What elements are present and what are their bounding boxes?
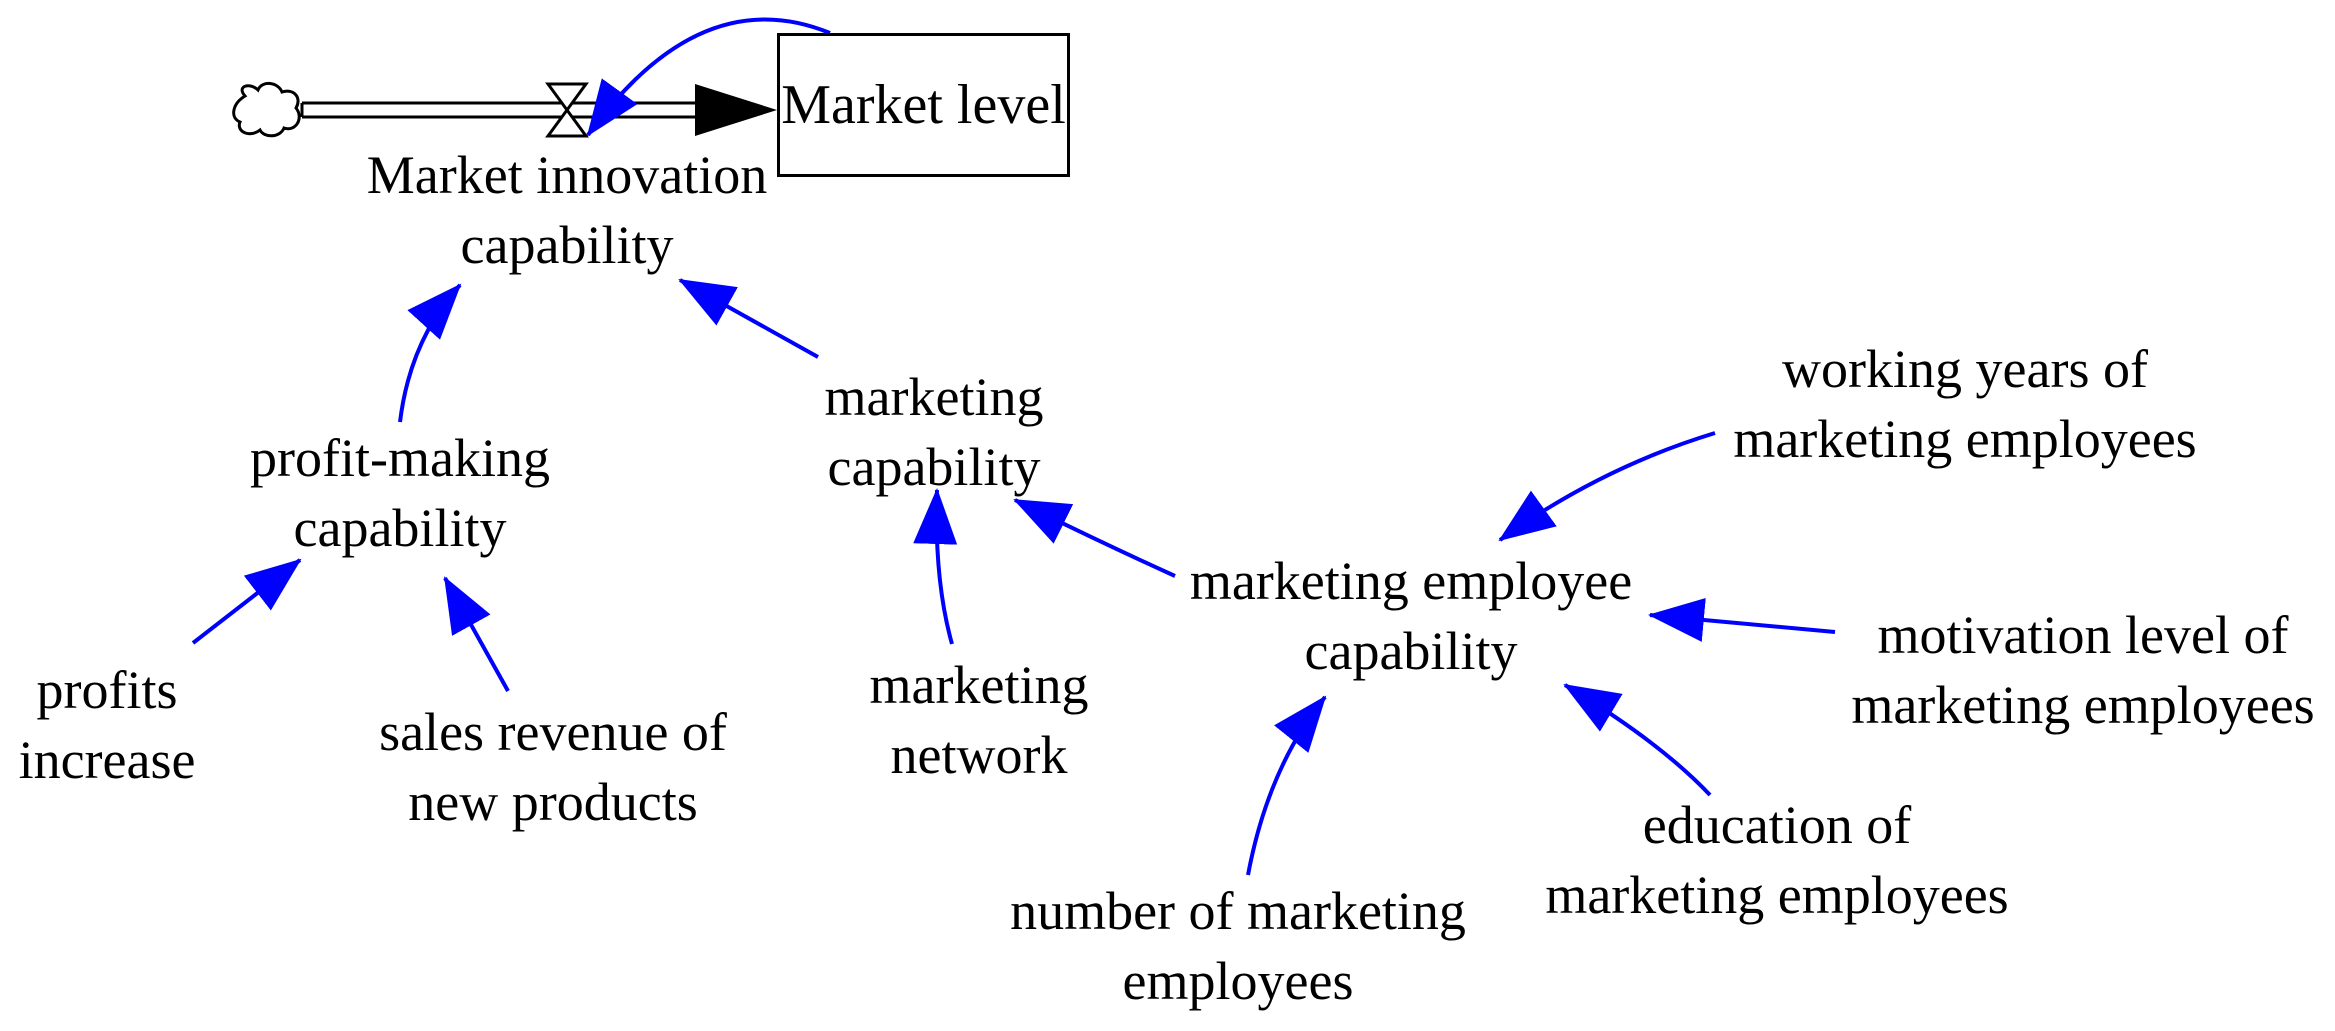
node-line: motivation level of [1877, 605, 2289, 665]
node-line: number of marketing [1010, 881, 1466, 941]
link-sales-to-profitmaking [443, 576, 510, 692]
node-line: marketing [824, 367, 1044, 427]
link-profits-to-profitmaking [191, 558, 302, 645]
node-line: marketing employees [1545, 865, 2009, 925]
link-number-to-employee [1246, 695, 1327, 876]
cloud-icon [232, 82, 301, 138]
node-line: sales revenue of [379, 702, 727, 762]
flow-arrowhead [695, 84, 777, 136]
flow-pipe [300, 84, 777, 136]
node-market-innovation-capability: Market innovation capability [367, 140, 767, 280]
node-line: capability [293, 498, 507, 558]
node-marketing-capability: marketing capability [825, 362, 1044, 502]
node-line: marketing employees [1733, 409, 2197, 469]
node-marketing-employee-capability: marketing employee capability [1190, 546, 1632, 686]
node-line: working years of [1782, 339, 2148, 399]
node-working-years-of-marketing-employees: working years of marketing employees [1733, 334, 2196, 474]
node-line: capability [1304, 621, 1518, 681]
link-motivation-to-employee [1648, 598, 1836, 642]
stock-market-level: Market level [777, 33, 1070, 177]
node-line: new products [408, 772, 698, 832]
link-network-to-marketing [913, 488, 958, 645]
node-profit-making-capability: profit-making capability [250, 423, 550, 563]
node-line: marketing employee [1189, 551, 1633, 611]
node-line: profit-making [250, 428, 550, 488]
node-profits-increase: profits increase [19, 655, 196, 795]
link-marketing-to-innovation [678, 278, 819, 359]
node-line: capability [460, 215, 674, 275]
node-line: capability [827, 437, 1041, 497]
node-sales-revenue-of-new-products: sales revenue of new products [379, 697, 727, 837]
node-motivation-level-of-marketing-employees: motivation level of marketing employees [1851, 600, 2314, 740]
link-profit-to-innovation [398, 283, 462, 423]
node-line: increase [18, 730, 196, 790]
node-line: marketing employees [1851, 675, 2315, 735]
valve-icon [545, 82, 589, 138]
node-line: Market innovation [366, 145, 768, 205]
link-education-to-employee [1563, 683, 1712, 797]
node-line: education of [1642, 795, 1912, 855]
node-line: employees [1122, 951, 1354, 1011]
link-employee-to-marketing [1013, 498, 1176, 578]
node-line: marketing [869, 655, 1089, 715]
link-workingyears-to-employee [1498, 431, 1716, 542]
node-line: network [890, 725, 1068, 785]
link-stock-to-innovation [586, 17, 831, 137]
node-marketing-network: marketing network [870, 650, 1089, 790]
node-education-of-marketing-employees: education of marketing employees [1545, 790, 2008, 930]
node-number-of-marketing-employees: number of marketing employees [1010, 876, 1466, 1016]
node-line: profits [36, 660, 178, 720]
